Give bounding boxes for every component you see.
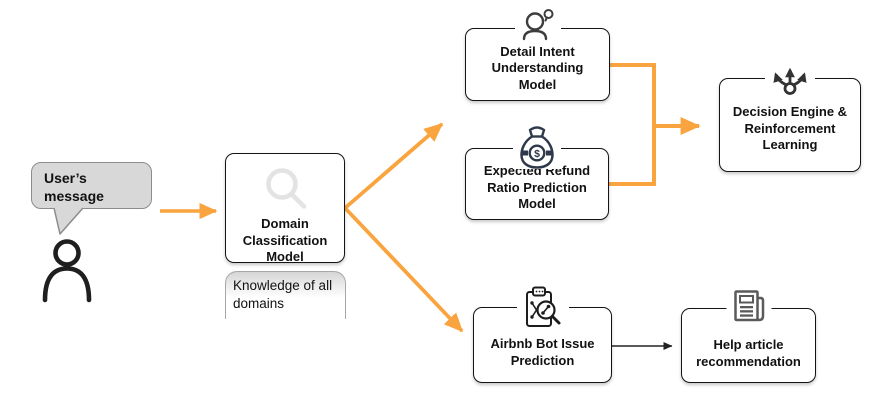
node-label: Domain Classification Model bbox=[242, 216, 328, 265]
node-label: Decision Engine & Reinforcement Learning bbox=[732, 104, 848, 153]
magnifier-icon bbox=[260, 164, 310, 214]
svg-text:$: $ bbox=[534, 148, 540, 160]
news-article-icon bbox=[726, 289, 771, 322]
node-decision-engine-rl: Decision Engine & Reinforcement Learning bbox=[719, 60, 861, 172]
clipboard-search-icon bbox=[516, 286, 569, 329]
speech-bubble-tail-icon bbox=[53, 207, 84, 235]
domain-knowledge-note: Knowledge of all domains bbox=[225, 271, 346, 319]
node-label: Detail Intent Understanding Model bbox=[491, 43, 584, 92]
node-label: Airbnb Bot Issue Prediction bbox=[490, 336, 595, 368]
arrow-domain-to-airbnb bbox=[343, 206, 464, 333]
node-detail-intent-understanding-model: Detail Intent Understanding Model bbox=[465, 8, 610, 101]
domain-knowledge-note-text: Knowledge of all domains bbox=[233, 278, 333, 311]
connector-models-merge bbox=[609, 63, 656, 186]
node-label: Help article recommendation bbox=[696, 336, 801, 369]
branch-arrows-icon bbox=[765, 60, 815, 95]
user-message-text: User’s message bbox=[44, 170, 104, 205]
person-silhouette-icon bbox=[38, 237, 96, 303]
person-idea-icon bbox=[514, 8, 561, 41]
arrow-domain-to-upper-branch bbox=[343, 122, 444, 210]
node-domain-classification-model: Domain Classification Model bbox=[225, 153, 345, 265]
user-message-bubble: User’s message bbox=[31, 162, 152, 235]
node-label: Expected Refund Ratio Prediction Model bbox=[483, 163, 591, 212]
node-airbnb-bot-issue-prediction: Airbnb Bot Issue Prediction bbox=[473, 286, 612, 383]
node-help-article-recommendation: Help article recommendation bbox=[681, 289, 816, 383]
money-bag-icon: $ bbox=[513, 126, 561, 169]
node-expected-refund-ratio-model: $ Expected Refund Ratio Prediction Model bbox=[465, 126, 609, 220]
